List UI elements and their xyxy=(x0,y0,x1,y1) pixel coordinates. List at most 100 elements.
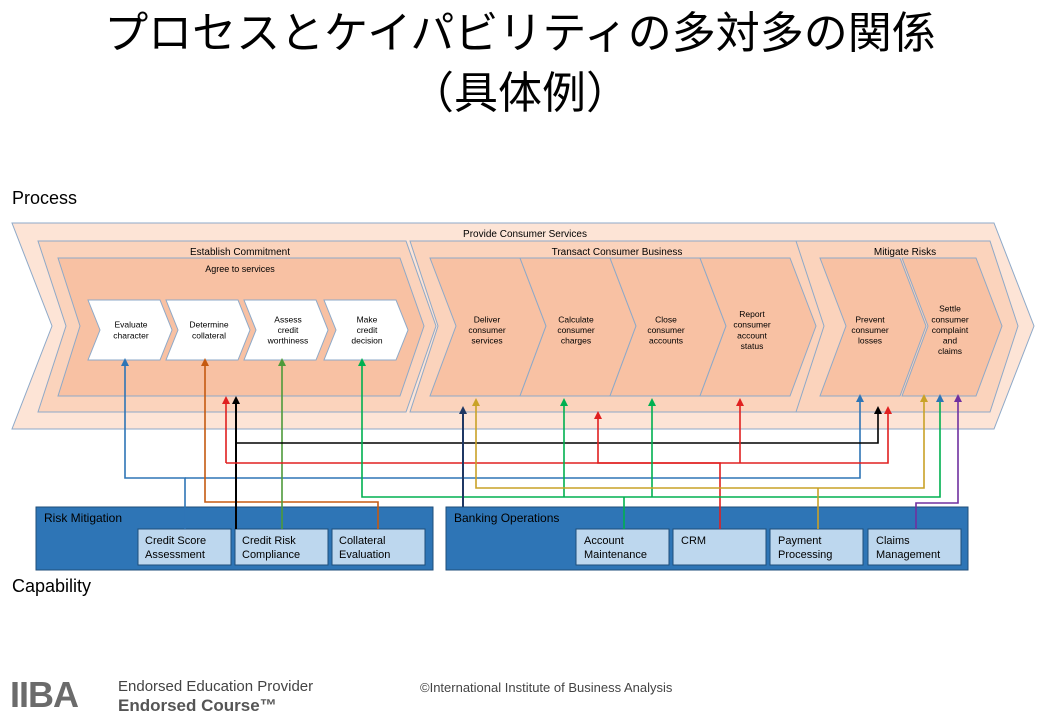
footer-copyright: ©International Institute of Business Ana… xyxy=(420,680,673,695)
text-line: Maintenance xyxy=(584,549,647,561)
text-line: Credit Risk xyxy=(242,535,296,547)
arrowhead-assess xyxy=(278,358,286,366)
arrowhead-black-decision xyxy=(232,396,240,404)
text-line: account xyxy=(737,330,767,340)
slide-title-line1: プロセスとケイパビリティの多対多の関係 xyxy=(104,8,936,59)
text-line: consumer xyxy=(468,325,505,335)
text-line: Report xyxy=(739,309,765,319)
step-chevron-assess xyxy=(243,299,329,361)
text-line: decision xyxy=(351,336,382,346)
text-line: consumer xyxy=(733,320,770,330)
link-collateral-determine xyxy=(204,362,379,529)
process-label: Process xyxy=(12,188,78,208)
text-line: credit xyxy=(278,325,299,335)
link-red-crm xyxy=(597,415,721,529)
arrowhead-determine xyxy=(201,358,209,366)
capability-box-claims xyxy=(867,528,962,566)
text-line: CRM xyxy=(681,535,706,547)
text-line: consumer xyxy=(557,325,594,335)
text-line: Determine xyxy=(189,320,228,330)
step-chevron-evaluate xyxy=(87,299,173,361)
text-line: Account xyxy=(584,535,624,547)
text-line: collateral xyxy=(192,330,226,340)
arrowhead-black-prevent xyxy=(874,406,882,414)
capability-box-collateral xyxy=(331,528,426,566)
text-line: consumer xyxy=(647,325,684,335)
text-line: Evaluation xyxy=(339,549,390,561)
link-red-settle xyxy=(226,410,889,464)
text-line: Assess xyxy=(274,314,301,324)
capability-label-crm: CRM xyxy=(681,535,706,547)
capability-box-crm xyxy=(672,528,767,566)
arrowhead-crm xyxy=(594,411,602,419)
arrowhead-navy xyxy=(459,406,467,414)
text-line: and xyxy=(943,336,957,346)
link-gold-deliver xyxy=(475,398,925,489)
text-line: Close xyxy=(655,314,677,324)
arrowhead-green-settle xyxy=(936,394,944,402)
text-line: Management xyxy=(876,549,940,561)
capability-box-payment xyxy=(769,528,864,566)
link-credit-score-evaluate xyxy=(124,362,186,529)
group-label-establish: Establish Commitment xyxy=(190,247,290,258)
capability-box-account-maintenance xyxy=(575,528,670,566)
group-label-transact: Transact Consumer Business xyxy=(552,247,683,258)
text-line: Processing xyxy=(778,549,832,561)
arrowhead-close xyxy=(648,398,656,406)
text-line: Calculate xyxy=(558,314,594,324)
arrowhead-prevent xyxy=(856,394,864,402)
group-label-mitigate: Mitigate Risks xyxy=(874,247,936,258)
iiba-logo: IIBA xyxy=(10,674,79,715)
arrowhead-gold-deliver xyxy=(472,398,480,406)
link-green-decision xyxy=(361,362,941,498)
text-line: Credit Score xyxy=(145,535,206,547)
text-line: charges xyxy=(561,336,591,346)
step-chevron-decision xyxy=(323,299,409,361)
arrowhead-red-determine xyxy=(222,396,230,404)
step-chevron-determine xyxy=(165,299,251,361)
arrowhead-calculate xyxy=(560,398,568,406)
link-purple-claims xyxy=(915,398,959,529)
text-line: consumer xyxy=(851,325,888,335)
text-line: Assessment xyxy=(145,549,205,561)
capability-box-credit-risk xyxy=(234,528,329,566)
slide-title-line2: （具体例） xyxy=(410,68,630,119)
arrowhead-report xyxy=(736,398,744,406)
text-line: Claims xyxy=(876,535,910,547)
text-line: consumer xyxy=(931,314,968,324)
text-line: Payment xyxy=(778,535,821,547)
text-line: accounts xyxy=(649,336,683,346)
text-line: Deliver xyxy=(474,314,501,324)
arrowhead-purple-settle xyxy=(954,394,962,402)
text-line: complaint xyxy=(932,325,969,335)
capability-box-credit-score xyxy=(137,528,232,566)
text-line: credit xyxy=(357,325,378,335)
capability-group-title-banking: Banking Operations xyxy=(454,511,559,525)
link-black-prevent xyxy=(236,410,879,444)
step-chevron-prevent xyxy=(819,257,927,397)
footer-provider: Endorsed Education Provider xyxy=(118,678,314,695)
text-line: worthiness xyxy=(267,336,309,346)
capability-group-title-risk: Risk Mitigation xyxy=(44,511,122,525)
subprocess-label-agree: Agree to services xyxy=(205,264,275,274)
text-line: losses xyxy=(858,336,882,346)
text-line: status xyxy=(741,341,764,351)
arrowhead-gold-settle xyxy=(920,394,928,402)
text-line: Compliance xyxy=(242,549,300,561)
text-line: Evaluate xyxy=(114,320,147,330)
